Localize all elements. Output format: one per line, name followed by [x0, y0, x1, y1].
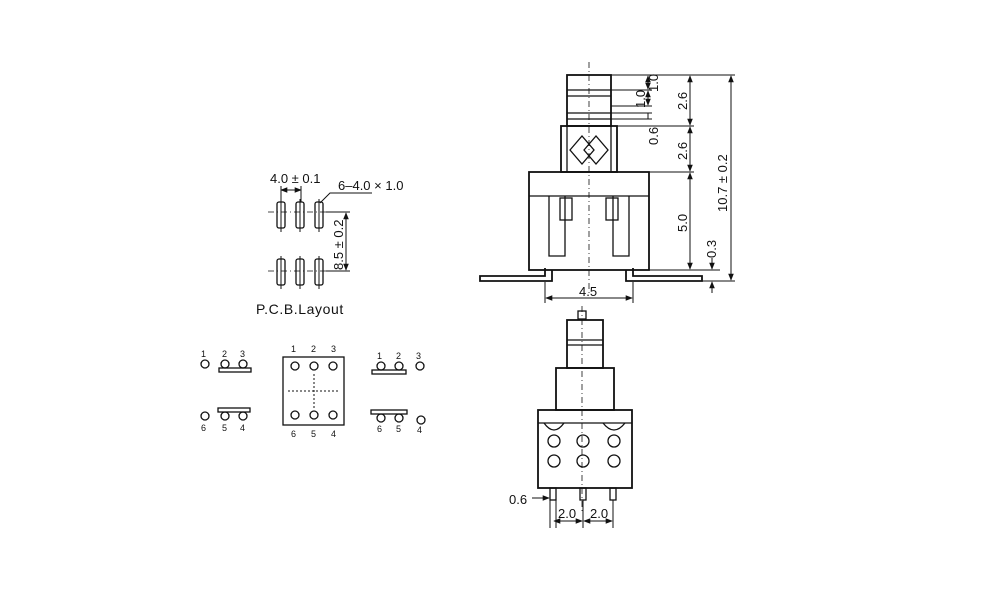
dim-2-6-mid: 2.6: [675, 142, 690, 160]
pin-number: 1: [291, 344, 296, 354]
dim-1-0-b: 1.0: [633, 90, 648, 108]
pin-number: 3: [240, 349, 245, 359]
front-view: 0.6 2.0 2.0: [509, 306, 633, 528]
pin-number: 3: [331, 344, 336, 354]
pcb-holes-label: 6–4.0 × 1.0: [338, 178, 403, 193]
dim-2-6-top: 2.6: [675, 92, 690, 110]
pin-number: 2: [396, 351, 401, 361]
dim-0-3: 0.3: [704, 240, 719, 258]
dim-pitch-a: 2.0: [558, 506, 576, 521]
pin-number: 1: [377, 351, 382, 361]
pin-diagram-right: 1 2 3 6 5 4: [370, 351, 426, 435]
pin-number: 6: [291, 429, 296, 439]
dim-5-0: 5.0: [675, 214, 690, 232]
side-view: 1.0 1.0 0.6 2.6 2.6 5.0 0.3 10.7 ± 0.2 4…: [479, 62, 735, 303]
pin-number: 6: [377, 424, 382, 434]
pcb-slot-row-top: [268, 199, 334, 232]
pcb-row-gap-label: 8.5 ± 0.2: [331, 219, 346, 270]
pin-number: 4: [240, 423, 245, 433]
pin-number: 1: [201, 349, 206, 359]
pin-diagram-center: 1 2 3 6 5 4: [282, 344, 345, 439]
dim-pitch-b: 2.0: [590, 506, 608, 521]
pin-number: 5: [311, 429, 316, 439]
pin-number: 6: [201, 423, 206, 433]
pin-number: 4: [331, 429, 336, 439]
pcb-layout: 4.0 ± 0.1 6–4.0 × 1.0 8.5 ± 0.: [256, 171, 403, 317]
pin-number: 2: [311, 344, 316, 354]
pin-number: 3: [416, 351, 421, 361]
dim-total-height: 10.7 ± 0.2: [715, 154, 730, 212]
pin-number: 4: [417, 425, 422, 435]
pin-number: 2: [222, 349, 227, 359]
dim-1-0-a: 1.0: [646, 74, 661, 92]
pin-number: 5: [222, 423, 227, 433]
pin-number: 5: [396, 424, 401, 434]
pin-diagram-left: 1 2 3 6 5 4: [200, 349, 252, 433]
dim-width: 4.5: [579, 284, 597, 299]
dim-0-6: 0.6: [646, 127, 661, 145]
pcb-slot-row-bottom: [268, 256, 334, 289]
pcb-layout-title: P.C.B.Layout: [256, 301, 344, 317]
dim-pin-width: 0.6: [509, 492, 527, 507]
pcb-pitch-label: 4.0 ± 0.1: [270, 171, 321, 186]
